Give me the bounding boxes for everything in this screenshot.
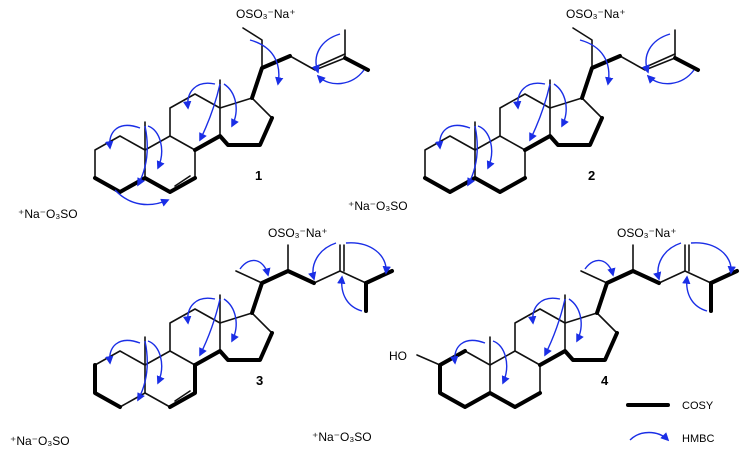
compound-3-hmbc — [105, 242, 391, 402]
compound-4-side-label: OSO₃⁻Na⁺ — [617, 226, 677, 240]
compound-3-number: 3 — [256, 373, 263, 388]
compound-2-number: 2 — [588, 168, 595, 183]
compound-1-hmbc — [105, 33, 365, 207]
compound-3-cosy — [93, 269, 394, 409]
compound-3: OSO₃⁻Na⁺ ⁺Na⁻O₃SO 3 — [10, 226, 394, 448]
compound-4-skeleton — [416, 244, 738, 408]
compound-1-side-label: OSO₃⁻Na⁺ — [236, 7, 296, 21]
compound-4-hydroxyl-label: HO — [389, 349, 407, 363]
legend-hmbc-label: HMBC — [682, 433, 714, 445]
legend: COSY HMBC — [626, 400, 714, 445]
compound-4-a-ring-label: ⁺Na⁻O₃SO — [312, 430, 372, 444]
legend-hmbc-swatch — [629, 431, 670, 442]
compound-1: OSO₃⁻Na⁺ ⁺Na⁻O₃SO 1 — [18, 7, 370, 221]
compound-2-cosy — [423, 54, 700, 194]
compound-4-number: 4 — [601, 373, 609, 388]
compound-1-number: 1 — [255, 168, 262, 183]
compound-1-skeleton — [94, 27, 369, 193]
compound-3-a-ring-label: ⁺Na⁻O₃SO — [10, 434, 70, 448]
compound-2-a-ring-label: ⁺Na⁻O₃SO — [348, 199, 408, 213]
compound-1-a-ring-label: ⁺Na⁻O₃SO — [18, 207, 78, 221]
compound-3-side-label: OSO₃⁻Na⁺ — [268, 226, 328, 240]
compound-2-side-label: OSO₃⁻Na⁺ — [566, 7, 626, 21]
compound-4: OSO₃⁻Na⁺ HO ⁺Na⁻O₃SO 4 — [312, 226, 739, 444]
compound-4-cosy — [438, 269, 739, 409]
compound-1-cosy — [93, 54, 370, 194]
compound-2: OSO₃⁻Na⁺ ⁺Na⁻O₃SO 2 — [348, 7, 700, 213]
legend-cosy-label: COSY — [682, 400, 714, 412]
compound-3-skeleton — [94, 244, 393, 408]
compound-2-hmbc — [435, 33, 695, 187]
compound-2-skeleton — [424, 27, 699, 193]
compound-4-hmbc — [450, 242, 736, 385]
